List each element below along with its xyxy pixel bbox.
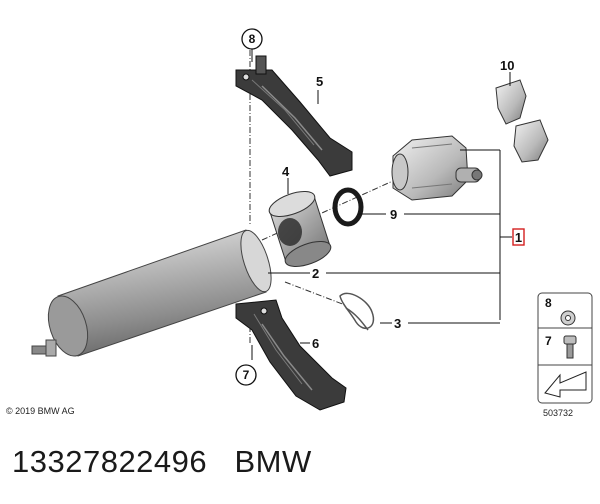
spring-clip-arm — [345, 307, 369, 331]
ring-part — [268, 191, 332, 267]
callout-8: 8 — [249, 32, 256, 46]
brand-name: BMW — [234, 444, 312, 479]
caption: 13327822496 BMW — [12, 444, 312, 480]
bracket-upper — [235, 55, 353, 177]
clip-parts — [495, 79, 549, 163]
o-ring — [332, 187, 364, 227]
callout-7-circle — [235, 364, 257, 386]
callout-8-circle — [241, 28, 263, 50]
bolt-icon — [563, 335, 577, 359]
parts-diagram: 8 5 10 4 9 1 2 3 6 7 8 7 © 2019 BMW AG 5… — [6, 28, 593, 418]
legend-item-7: 7 — [545, 334, 552, 348]
legend-panel: 8 7 — [537, 292, 593, 404]
bracket-lower — [235, 299, 347, 411]
callout-10: 10 — [500, 58, 514, 73]
part-number: 13327822496 — [12, 444, 208, 479]
fuel-filter — [31, 229, 272, 357]
leader-lines — [251, 47, 512, 360]
reference-number: 503732 — [543, 408, 573, 418]
legend-item-8: 8 — [545, 296, 552, 310]
regulator-unit — [391, 135, 483, 201]
callout-9: 9 — [390, 207, 397, 222]
callout-6: 6 — [312, 336, 319, 351]
callout-3: 3 — [394, 316, 401, 331]
callout-2: 2 — [312, 266, 319, 281]
callout-1-box — [512, 228, 525, 246]
spring-clip — [339, 292, 375, 330]
arrow-icon — [544, 371, 587, 398]
callout-1: 1 — [515, 230, 522, 245]
callout-5: 5 — [316, 74, 323, 89]
callout-4: 4 — [282, 164, 290, 179]
copyright: © 2019 BMW AG — [6, 406, 75, 416]
callout-7: 7 — [243, 368, 250, 382]
axis-line-clip — [284, 281, 346, 306]
